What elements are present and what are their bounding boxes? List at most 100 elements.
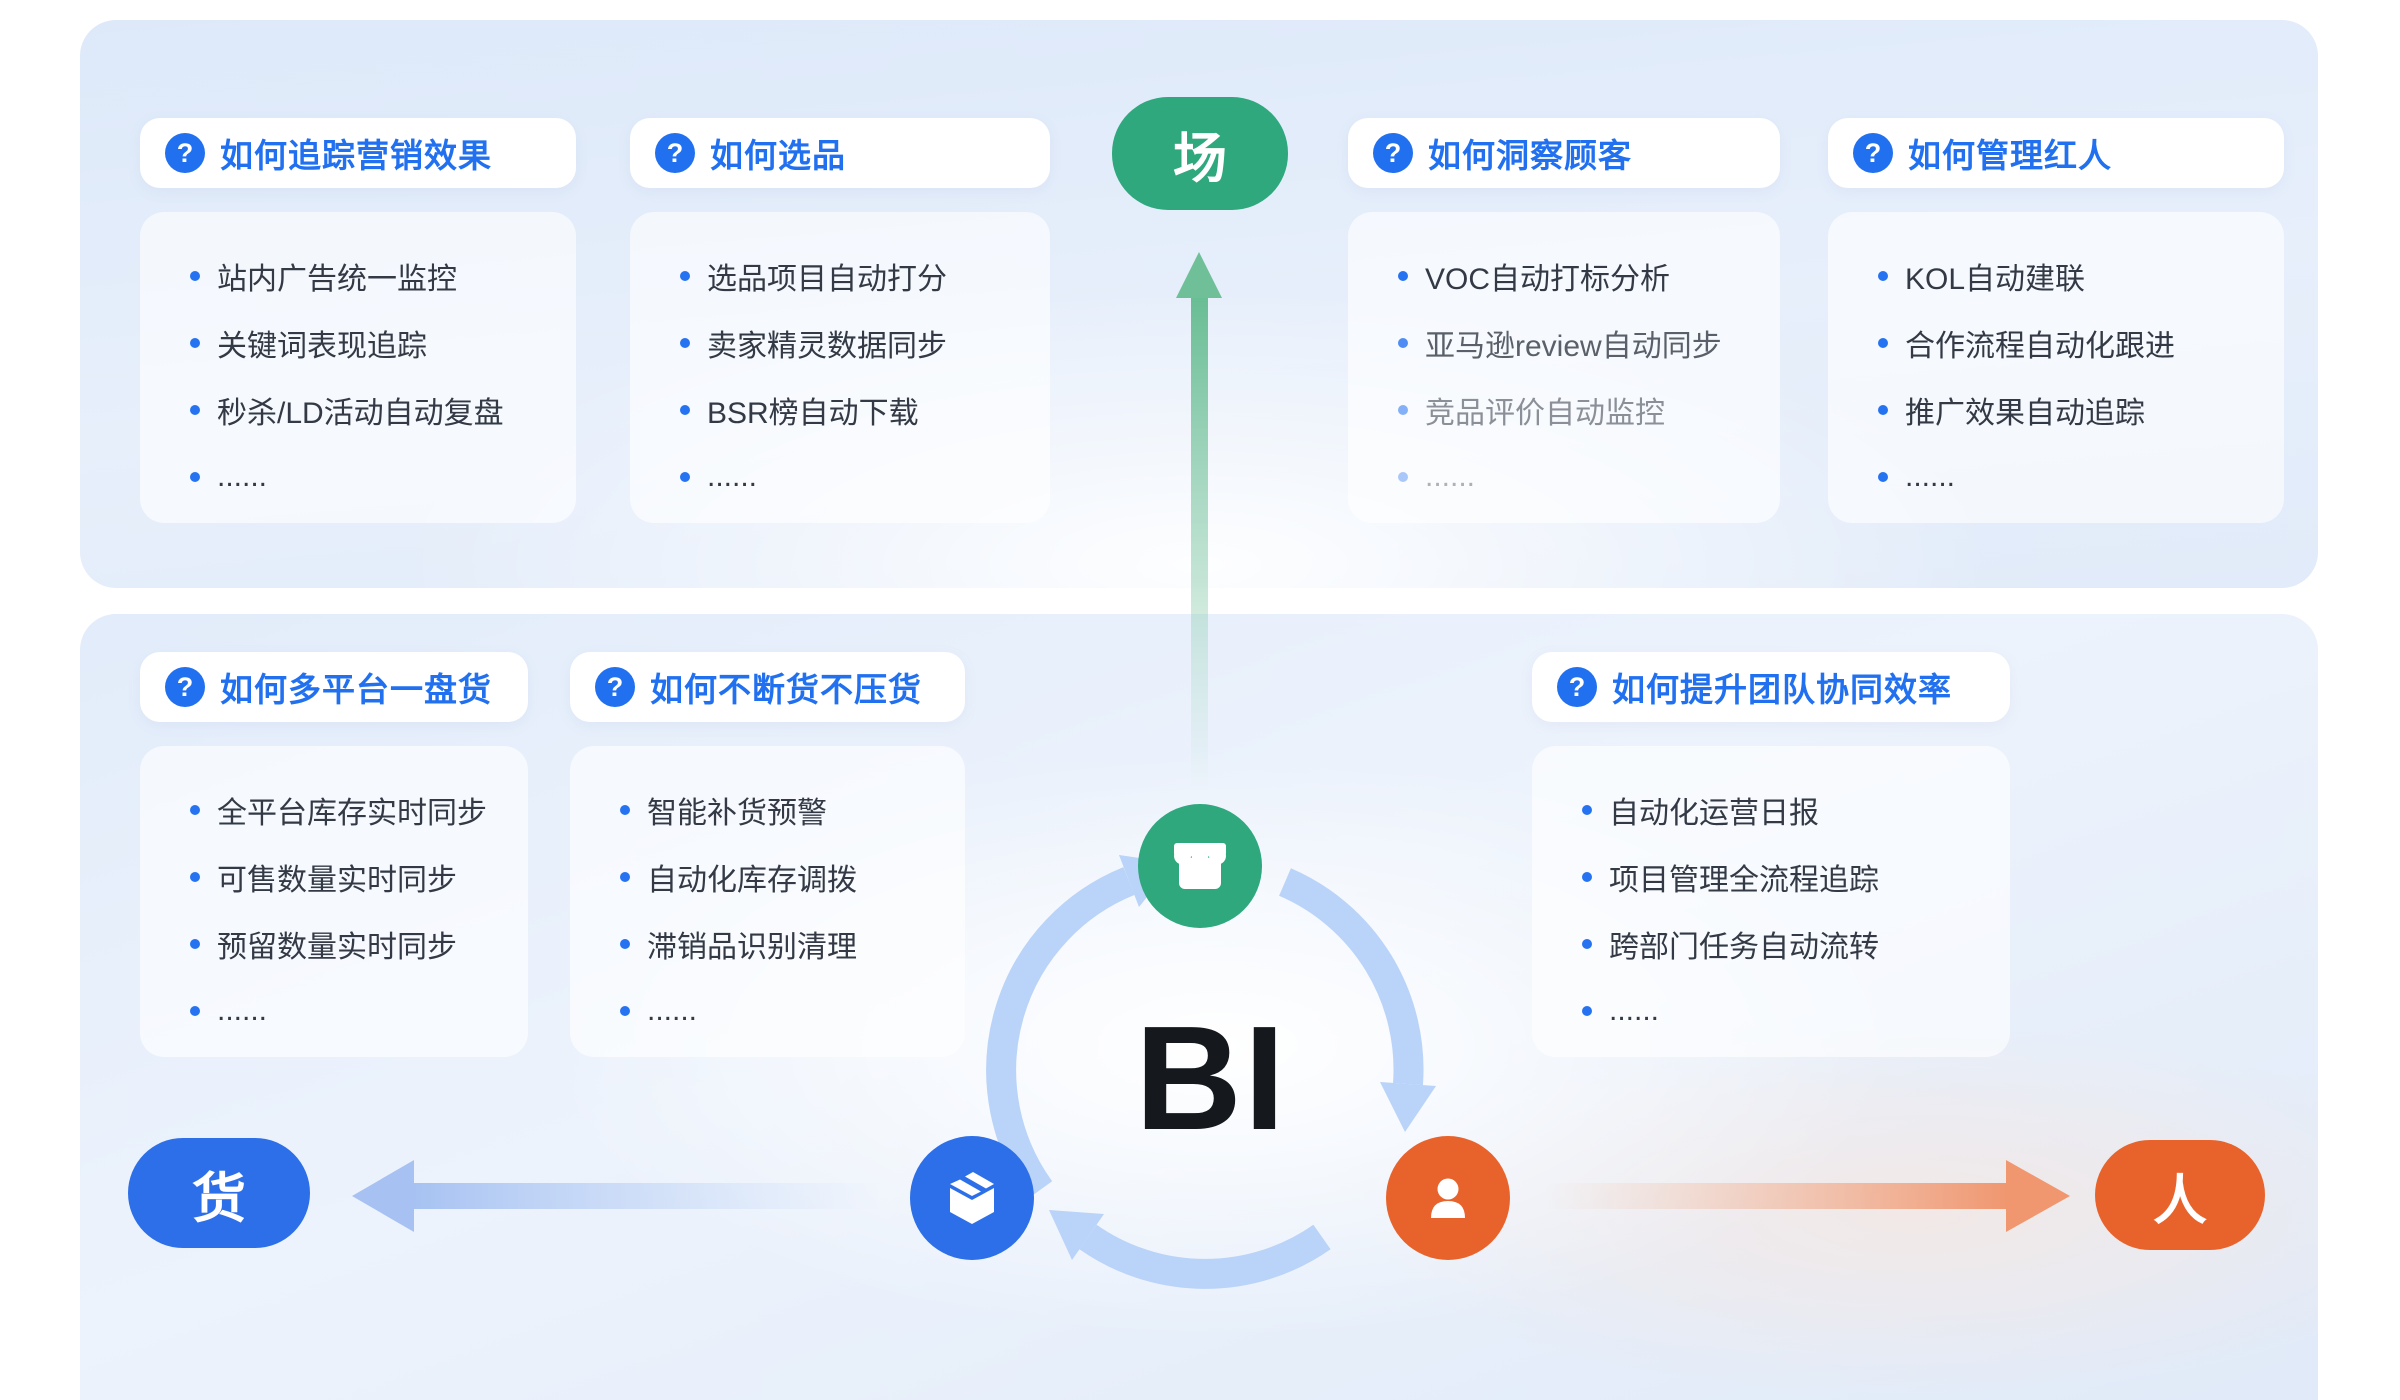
people-node — [1386, 1136, 1510, 1260]
bullet-icon — [190, 270, 200, 281]
bi-center-label: BI — [1135, 996, 1287, 1161]
list-item: ...... — [1582, 977, 1990, 1044]
bullet-icon — [620, 1005, 630, 1016]
card-body: 选品项目自动打分 卖家精灵数据同步 BSR榜自动下载 ...... — [630, 212, 1050, 523]
list-item: 秒杀/LD活动自动复盘 — [190, 376, 556, 443]
list-item: 关键词表现追踪 — [190, 309, 556, 376]
bullet-icon — [680, 404, 690, 415]
bullet-icon — [1398, 337, 1408, 348]
list-item: 竞品评价自动监控 — [1398, 376, 1760, 443]
storefront-icon — [1174, 843, 1226, 889]
bullet-icon — [680, 270, 690, 281]
bullet-icon — [1878, 404, 1888, 415]
card-body: 站内广告统一监控 关键词表现追踪 秒杀/LD活动自动复盘 ...... — [140, 212, 576, 523]
node-market-pill: 场 — [1112, 97, 1288, 210]
bullet-icon — [1878, 270, 1888, 281]
card-team-efficiency: ? 如何提升团队协同效率 自动化运营日报 项目管理全流程追踪 跨部门任务自动流转… — [1532, 652, 2010, 1057]
card-product-selection: ? 如何选品 选品项目自动打分 卖家精灵数据同步 BSR榜自动下载 ...... — [630, 118, 1050, 523]
person-icon — [1431, 1178, 1465, 1218]
card-title: 如何多平台一盘货 — [220, 671, 492, 708]
bullet-icon — [680, 337, 690, 348]
card-customer-insight: ? 如何洞察顾客 VOC自动打标分析 亚马逊review自动同步 竞品评价自动监… — [1348, 118, 1780, 523]
bullet-icon — [680, 471, 690, 482]
card-marketing-tracking: ? 如何追踪营销效果 站内广告统一监控 关键词表现追踪 秒杀/LD活动自动复盘 … — [140, 118, 576, 523]
bullet-icon — [190, 337, 200, 348]
list-item: 站内广告统一监控 — [190, 242, 556, 309]
list-item: 全平台库存实时同步 — [190, 776, 508, 843]
question-icon: ? — [1853, 133, 1893, 173]
card-title: 如何洞察顾客 — [1428, 137, 1632, 174]
card-header: ? 如何追踪营销效果 — [140, 118, 576, 188]
card-body: 全平台库存实时同步 可售数量实时同步 预留数量实时同步 ...... — [140, 746, 528, 1057]
card-header: ? 如何不断货不压货 — [570, 652, 965, 722]
list-item: 卖家精灵数据同步 — [680, 309, 1030, 376]
card-header: ? 如何管理红人 — [1828, 118, 2284, 188]
question-icon: ? — [1557, 667, 1597, 707]
bullet-icon — [190, 471, 200, 482]
store-node — [1138, 804, 1262, 928]
card-influencer-management: ? 如何管理红人 KOL自动建联 合作流程自动化跟进 推广效果自动追踪 ....… — [1828, 118, 2284, 523]
bullet-icon — [1582, 804, 1592, 815]
bullet-icon — [190, 804, 200, 815]
question-icon: ? — [165, 667, 205, 707]
bullet-icon — [190, 404, 200, 415]
card-multiplatform-inventory: ? 如何多平台一盘货 全平台库存实时同步 可售数量实时同步 预留数量实时同步 .… — [140, 652, 528, 1057]
card-body: 自动化运营日报 项目管理全流程追踪 跨部门任务自动流转 ...... — [1532, 746, 2010, 1057]
bullet-icon — [1878, 471, 1888, 482]
bullet-icon — [1582, 938, 1592, 949]
card-title: 如何提升团队协同效率 — [1612, 671, 1952, 708]
list-item: 自动化库存调拨 — [620, 843, 945, 910]
list-item: 可售数量实时同步 — [190, 843, 508, 910]
card-body: 智能补货预警 自动化库存调拨 滞销品识别清理 ...... — [570, 746, 965, 1057]
list-item: ...... — [620, 977, 945, 1044]
card-header: ? 如何多平台一盘货 — [140, 652, 528, 722]
list-item: 选品项目自动打分 — [680, 242, 1030, 309]
list-item: 智能补货预警 — [620, 776, 945, 843]
list-item: VOC自动打标分析 — [1398, 242, 1760, 309]
card-title: 如何不断货不压货 — [650, 671, 922, 708]
list-item: BSR榜自动下载 — [680, 376, 1030, 443]
card-title: 如何追踪营销效果 — [220, 137, 492, 174]
list-item: 预留数量实时同步 — [190, 910, 508, 977]
bullet-icon — [1582, 871, 1592, 882]
question-icon: ? — [655, 133, 695, 173]
bullet-icon — [1398, 471, 1408, 482]
bullet-icon — [190, 938, 200, 949]
card-header: ? 如何选品 — [630, 118, 1050, 188]
list-item: 亚马逊review自动同步 — [1398, 309, 1760, 376]
list-item: 合作流程自动化跟进 — [1878, 309, 2264, 376]
card-header: ? 如何提升团队协同效率 — [1532, 652, 2010, 722]
card-title: 如何选品 — [710, 137, 846, 174]
bullet-icon — [620, 804, 630, 815]
goods-node — [910, 1136, 1034, 1260]
list-item: 滞销品识别清理 — [620, 910, 945, 977]
bullet-icon — [1398, 270, 1408, 281]
list-item: 项目管理全流程追踪 — [1582, 843, 1990, 910]
list-item: ...... — [190, 977, 508, 1044]
list-item: 跨部门任务自动流转 — [1582, 910, 1990, 977]
bullet-icon — [1398, 404, 1408, 415]
bullet-icon — [190, 871, 200, 882]
node-goods-pill: 货 — [128, 1138, 310, 1248]
bullet-icon — [620, 871, 630, 882]
bullet-icon — [620, 938, 630, 949]
list-item: ...... — [1878, 443, 2264, 510]
bullet-icon — [1582, 1005, 1592, 1016]
card-header: ? 如何洞察顾客 — [1348, 118, 1780, 188]
card-stock-balance: ? 如何不断货不压货 智能补货预警 自动化库存调拨 滞销品识别清理 ...... — [570, 652, 965, 1057]
card-title: 如何管理红人 — [1908, 137, 2112, 174]
node-people-pill: 人 — [2095, 1140, 2265, 1250]
question-icon: ? — [595, 667, 635, 707]
list-item: 自动化运营日报 — [1582, 776, 1990, 843]
list-item: 推广效果自动追踪 — [1878, 376, 2264, 443]
list-item: ...... — [680, 443, 1030, 510]
package-box-icon — [950, 1172, 994, 1224]
list-item: ...... — [1398, 443, 1760, 510]
list-item: KOL自动建联 — [1878, 242, 2264, 309]
list-item: ...... — [190, 443, 556, 510]
card-body: KOL自动建联 合作流程自动化跟进 推广效果自动追踪 ...... — [1828, 212, 2284, 523]
question-icon: ? — [1373, 133, 1413, 173]
bullet-icon — [190, 1005, 200, 1016]
bullet-icon — [1878, 337, 1888, 348]
